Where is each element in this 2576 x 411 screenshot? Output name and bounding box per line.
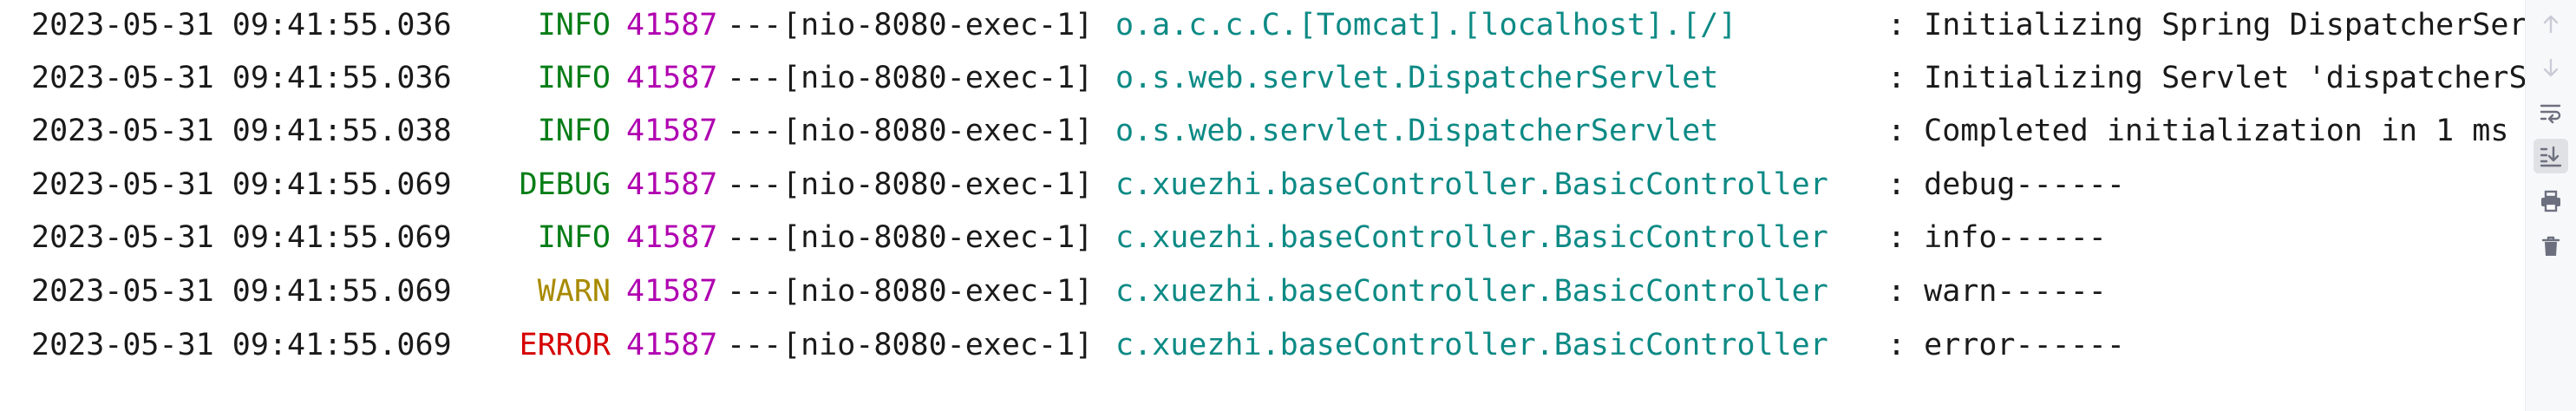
log-separator: --- bbox=[727, 328, 782, 362]
log-separator: --- bbox=[727, 274, 782, 309]
log-separator: --- bbox=[727, 8, 782, 42]
log-message: : Initializing Spring DispatcherSer bbox=[1887, 8, 2526, 42]
log-logger-link[interactable]: c.xuezhi.baseController.BasicController bbox=[1115, 167, 1828, 202]
log-logger-link[interactable]: c.xuezhi.baseController.BasicController bbox=[1115, 274, 1828, 309]
up-arrow-icon bbox=[2543, 15, 2559, 34]
log-thread: [nio-8080-exec-1] bbox=[782, 167, 1094, 202]
log-level: INFO bbox=[537, 8, 611, 42]
log-logger-link[interactable]: c.xuezhi.baseController.BasicController bbox=[1115, 328, 1828, 362]
log-line: 2023-05-31 09:41:55.069 DEBUG 41587 --- … bbox=[31, 158, 2125, 212]
log-message: : warn------ bbox=[1887, 274, 2107, 309]
log-thread: [nio-8080-exec-1] bbox=[782, 328, 1094, 362]
log-timestamp: 2023-05-31 09:41:55.069 bbox=[31, 328, 452, 362]
log-separator: --- bbox=[727, 61, 782, 95]
soft-wrap-button[interactable] bbox=[2534, 95, 2568, 130]
log-timestamp: 2023-05-31 09:41:55.069 bbox=[31, 220, 452, 255]
scroll-to-end-icon bbox=[2540, 146, 2562, 167]
log-message: : Completed initialization in 1 ms bbox=[1887, 114, 2509, 148]
log-thread: [nio-8080-exec-1] bbox=[782, 220, 1094, 255]
log-timestamp: 2023-05-31 09:41:55.036 bbox=[31, 8, 452, 42]
log-line: 2023-05-31 09:41:55.069 WARN 41587 --- [… bbox=[31, 264, 2107, 318]
scroll-to-end-button[interactable] bbox=[2534, 139, 2568, 173]
log-message: : info------ bbox=[1887, 220, 2107, 255]
up-arrow-button[interactable] bbox=[2534, 7, 2568, 42]
log-separator: --- bbox=[727, 167, 782, 202]
log-level: ERROR bbox=[519, 328, 611, 362]
soft-wrap-icon bbox=[2540, 104, 2561, 124]
log-logger-link[interactable]: o.s.web.servlet.DispatcherServlet bbox=[1115, 61, 1719, 95]
log-level: INFO bbox=[537, 114, 611, 148]
console-toolbar bbox=[2525, 0, 2576, 411]
log-level: DEBUG bbox=[519, 167, 611, 202]
log-message: : Initializing Servlet 'dispatcherS bbox=[1887, 61, 2526, 95]
print-button[interactable] bbox=[2534, 184, 2568, 219]
log-pid: 41587 bbox=[626, 167, 718, 202]
trash-icon bbox=[2541, 236, 2560, 256]
down-arrow-icon bbox=[2543, 58, 2559, 77]
log-pid: 41587 bbox=[626, 61, 718, 95]
print-icon bbox=[2541, 190, 2560, 212]
log-line: 2023-05-31 09:41:55.036 INFO 41587 --- [… bbox=[31, 51, 2526, 105]
log-pid: 41587 bbox=[626, 274, 718, 309]
log-separator: --- bbox=[727, 114, 782, 148]
log-level: INFO bbox=[537, 61, 611, 95]
log-logger-link[interactable]: o.a.c.c.C.[Tomcat].[localhost].[/] bbox=[1115, 8, 1737, 42]
log-pid: 41587 bbox=[626, 328, 718, 362]
log-timestamp: 2023-05-31 09:41:55.069 bbox=[31, 274, 452, 309]
log-pid: 41587 bbox=[626, 114, 718, 148]
log-timestamp: 2023-05-31 09:41:55.069 bbox=[31, 167, 452, 202]
log-timestamp: 2023-05-31 09:41:55.038 bbox=[31, 114, 452, 148]
log-line: 2023-05-31 09:41:55.038 INFO 41587 --- [… bbox=[31, 104, 2508, 158]
down-arrow-button[interactable] bbox=[2534, 50, 2568, 85]
log-line: 2023-05-31 09:41:55.069 INFO 41587 --- [… bbox=[31, 211, 2107, 264]
log-timestamp: 2023-05-31 09:41:55.036 bbox=[31, 61, 452, 95]
log-level: INFO bbox=[537, 220, 611, 255]
log-thread: [nio-8080-exec-1] bbox=[782, 114, 1094, 148]
log-thread: [nio-8080-exec-1] bbox=[782, 61, 1094, 95]
log-pid: 41587 bbox=[626, 8, 718, 42]
log-logger-link[interactable]: o.s.web.servlet.DispatcherServlet bbox=[1115, 114, 1719, 148]
log-logger-link[interactable]: c.xuezhi.baseController.BasicController bbox=[1115, 220, 1828, 255]
log-thread: [nio-8080-exec-1] bbox=[782, 274, 1094, 309]
log-message: : debug------ bbox=[1887, 167, 2125, 202]
log-message: : error------ bbox=[1887, 328, 2125, 362]
log-separator: --- bbox=[727, 220, 782, 255]
log-line: 2023-05-31 09:41:55.069 ERROR 41587 --- … bbox=[31, 318, 2125, 372]
clear-all-button[interactable] bbox=[2534, 229, 2568, 264]
log-level: WARN bbox=[537, 274, 611, 309]
log-thread: [nio-8080-exec-1] bbox=[782, 8, 1094, 42]
log-line: 2023-05-31 09:41:55.036 INFO 41587 --- [… bbox=[31, 0, 2526, 52]
log-pid: 41587 bbox=[626, 220, 718, 255]
